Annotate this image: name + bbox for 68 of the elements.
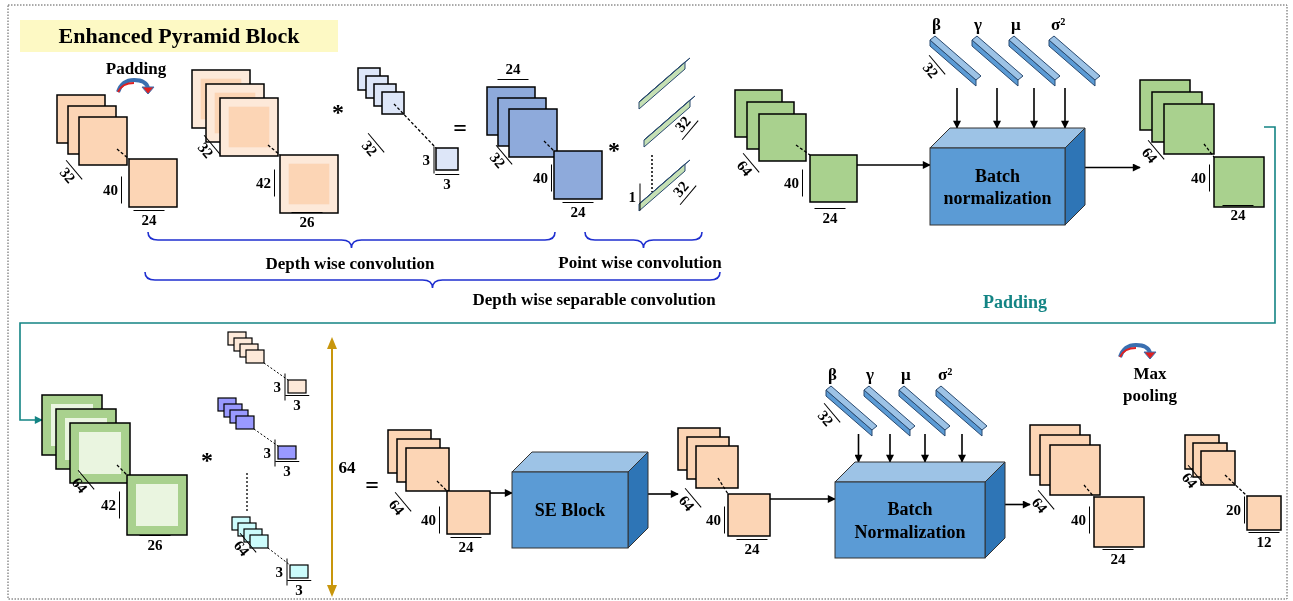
- arrow: [953, 87, 961, 129]
- arrow: [1084, 163, 1141, 172]
- parameter-symbol: μ: [901, 366, 911, 383]
- dimension-label: 42: [256, 169, 275, 197]
- parameter-symbol: γ: [866, 366, 874, 383]
- dimension-label: 64: [338, 458, 356, 476]
- dimension-label: 40: [706, 506, 725, 534]
- dimension-label: 3: [422, 146, 434, 174]
- dimension-label: 3: [287, 580, 311, 598]
- dimension-label: 40: [1071, 506, 1090, 534]
- block-label: Batch normalization: [942, 164, 1053, 209]
- dimension-label: 24: [1222, 205, 1254, 223]
- dimension-label: 3: [275, 461, 299, 479]
- dimension-label: 40: [784, 169, 803, 197]
- edge-label: Padding: [980, 293, 1050, 311]
- dimension-label: 3: [275, 558, 287, 586]
- arrow: [921, 433, 929, 463]
- dimension-label: 64: [382, 491, 412, 523]
- title-banner: Enhanced Pyramid Block: [20, 20, 338, 52]
- dimension-label: 40: [103, 176, 122, 204]
- operator-symbol: =: [365, 473, 379, 497]
- parameter-symbol: μ: [1011, 16, 1021, 33]
- dimension-label: 3: [273, 373, 285, 401]
- dimension-label: 24: [814, 208, 846, 226]
- dimension-label: 26: [139, 535, 171, 553]
- dimension-label: 20: [1226, 496, 1245, 524]
- dimension-label: 24: [450, 537, 482, 555]
- block-label: Batch Normalization: [853, 497, 967, 543]
- parameter-symbol: β: [932, 16, 941, 33]
- arrow: [1030, 87, 1038, 129]
- arrow: [1004, 500, 1031, 509]
- dimension-label: 24: [1102, 549, 1134, 567]
- operator-symbol: *: [201, 448, 213, 472]
- dimension-label: 1: [628, 183, 640, 211]
- parameter-symbol: β: [828, 366, 837, 383]
- annotation-text: Max pooling: [1122, 362, 1178, 407]
- arrow: [19, 126, 1276, 424]
- block-label: SE Block: [533, 498, 607, 522]
- annotation-text: Padding: [105, 59, 167, 77]
- dimension-label: 3: [435, 174, 459, 192]
- parameter-symbol: σ²: [1051, 16, 1066, 33]
- parameter-symbol: σ²: [938, 366, 953, 383]
- dimension-label: 24: [133, 210, 165, 228]
- dimension-label: 3: [285, 395, 309, 413]
- arrow: [854, 433, 863, 463]
- dimension-label: 24: [736, 539, 768, 557]
- dimension-label: 12: [1248, 532, 1280, 550]
- dimension-label: 24: [497, 62, 529, 80]
- dimension-label: 3: [263, 439, 275, 467]
- dimension-label: 26: [291, 212, 323, 230]
- arrow: [1061, 87, 1069, 129]
- dimension-label: 40: [421, 506, 440, 534]
- operator-symbol: =: [453, 116, 467, 140]
- brace-label: Depth wise separable convolution: [472, 290, 716, 308]
- arrow: [647, 490, 679, 498]
- brace-label: Depth wise convolution: [265, 254, 435, 272]
- dimension-label: 32: [355, 132, 385, 164]
- brace-label: Point wise convolution: [558, 253, 722, 271]
- arrow: [958, 433, 966, 463]
- dimension-label: 42: [101, 491, 120, 519]
- arrow: [886, 433, 894, 463]
- arrow: [993, 87, 1001, 129]
- dimension-label: 24: [562, 202, 594, 220]
- operator-symbol: *: [608, 138, 620, 162]
- operator-symbol: *: [332, 100, 344, 124]
- dimension-label: 40: [533, 164, 552, 192]
- dimension-label: 40: [1191, 164, 1210, 192]
- parameter-symbol: γ: [974, 16, 982, 33]
